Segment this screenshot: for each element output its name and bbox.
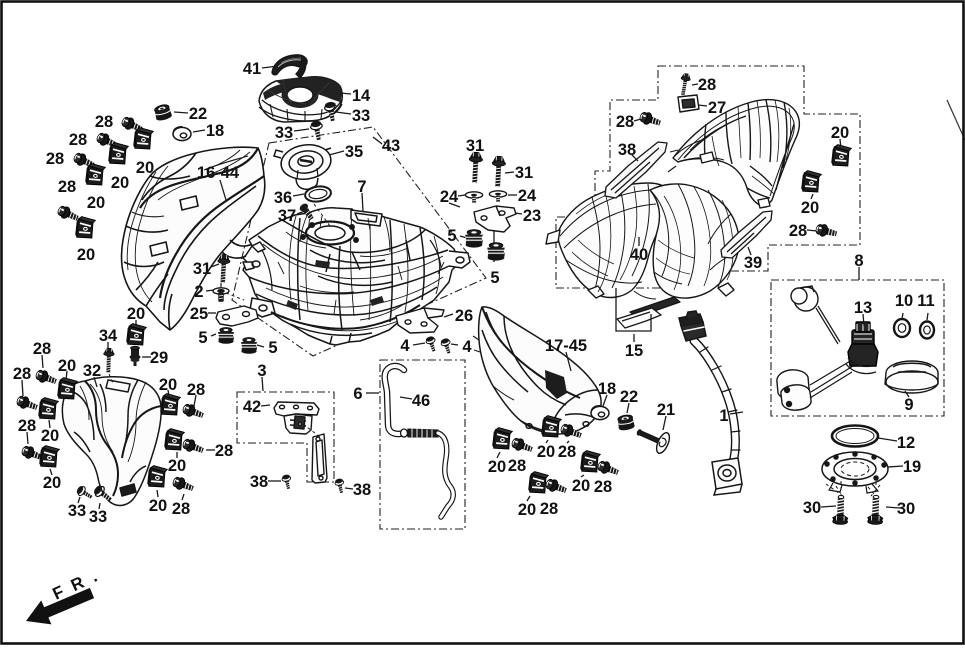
svg-text:22: 22 [189, 105, 207, 123]
svg-text:31: 31 [193, 260, 211, 278]
svg-text:34: 34 [99, 327, 118, 345]
svg-text:28: 28 [616, 113, 634, 131]
svg-text:30: 30 [897, 500, 915, 518]
svg-text:24: 24 [440, 188, 459, 206]
svg-text:5: 5 [447, 227, 456, 245]
svg-text:2: 2 [194, 283, 203, 301]
svg-text:28: 28 [558, 443, 576, 461]
svg-text:27: 27 [708, 99, 726, 117]
svg-text:20: 20 [572, 477, 590, 495]
svg-text:20: 20 [41, 427, 59, 445]
svg-text:20: 20 [801, 199, 819, 217]
svg-text:1: 1 [719, 407, 728, 425]
svg-text:20: 20 [127, 305, 145, 323]
svg-text:8: 8 [854, 252, 863, 270]
svg-text:28: 28 [540, 500, 558, 518]
svg-text:20: 20 [159, 376, 177, 394]
svg-text:20: 20 [58, 357, 76, 375]
svg-text:7: 7 [357, 178, 366, 196]
svg-text:5: 5 [490, 269, 499, 287]
svg-text:5: 5 [268, 339, 277, 357]
svg-text:20: 20 [831, 124, 849, 142]
svg-text:38: 38 [618, 141, 636, 159]
svg-text:20: 20 [488, 458, 506, 476]
svg-text:28: 28 [172, 500, 190, 518]
svg-text:38: 38 [353, 481, 371, 499]
svg-text:18: 18 [206, 122, 224, 140]
svg-text:41: 41 [243, 60, 261, 78]
svg-text:28: 28 [95, 113, 113, 131]
svg-text:13: 13 [854, 299, 872, 317]
svg-text:28: 28 [508, 457, 526, 475]
svg-text:28: 28 [13, 365, 31, 383]
svg-text:40: 40 [630, 246, 648, 264]
svg-text:38: 38 [250, 473, 268, 491]
svg-text:28: 28 [33, 340, 51, 358]
svg-text:31: 31 [466, 137, 484, 155]
svg-text:31: 31 [515, 164, 533, 182]
svg-text:28: 28 [18, 417, 36, 435]
svg-text:20: 20 [111, 174, 129, 192]
svg-text:14: 14 [352, 87, 371, 105]
svg-text:28: 28 [58, 178, 76, 196]
svg-text:10: 10 [895, 292, 913, 310]
svg-text:20: 20 [43, 474, 61, 492]
svg-text:4: 4 [462, 338, 472, 356]
svg-text:33: 33 [352, 107, 370, 125]
svg-text:20: 20 [537, 443, 555, 461]
svg-text:6: 6 [353, 385, 362, 403]
svg-text:21: 21 [657, 401, 675, 419]
svg-text:30: 30 [803, 499, 821, 517]
svg-text:28: 28 [215, 442, 233, 460]
svg-text:5: 5 [198, 329, 207, 347]
svg-text:20: 20 [136, 159, 154, 177]
svg-text:33: 33 [89, 508, 107, 526]
svg-text:28: 28 [594, 478, 612, 496]
svg-text:11: 11 [917, 292, 934, 310]
svg-text:28: 28 [187, 381, 205, 399]
svg-text:3: 3 [257, 362, 266, 380]
svg-text:18: 18 [598, 380, 616, 398]
svg-text:35: 35 [345, 143, 363, 161]
svg-text:4: 4 [400, 337, 410, 355]
svg-text:20: 20 [149, 497, 167, 515]
svg-text:24: 24 [518, 187, 537, 205]
svg-text:29: 29 [150, 349, 168, 367]
svg-text:26: 26 [455, 307, 473, 325]
svg-text:42: 42 [243, 398, 261, 416]
svg-text:33: 33 [68, 502, 86, 520]
svg-text:19: 19 [903, 458, 921, 476]
svg-text:37: 37 [278, 207, 296, 225]
svg-text:28: 28 [789, 222, 807, 240]
svg-text:36: 36 [274, 189, 292, 207]
svg-text:28: 28 [46, 150, 64, 168]
svg-text:23: 23 [523, 207, 541, 225]
svg-text:12: 12 [897, 434, 915, 452]
svg-text:9: 9 [904, 396, 913, 414]
svg-text:20: 20 [77, 246, 95, 264]
svg-text:20: 20 [518, 501, 536, 519]
svg-text:43: 43 [382, 137, 400, 155]
svg-text:28: 28 [69, 131, 87, 149]
svg-text:20: 20 [168, 457, 186, 475]
svg-text:28: 28 [698, 76, 716, 94]
svg-text:25: 25 [190, 305, 208, 323]
svg-text:16-44: 16-44 [197, 164, 240, 182]
svg-text:32: 32 [83, 362, 101, 380]
svg-text:15: 15 [625, 342, 643, 360]
svg-text:20: 20 [87, 194, 105, 212]
svg-text:39: 39 [744, 254, 762, 272]
svg-text:22: 22 [620, 388, 638, 406]
svg-text:33: 33 [275, 124, 293, 142]
svg-text:17-45: 17-45 [545, 337, 587, 355]
svg-text:46: 46 [412, 392, 430, 410]
